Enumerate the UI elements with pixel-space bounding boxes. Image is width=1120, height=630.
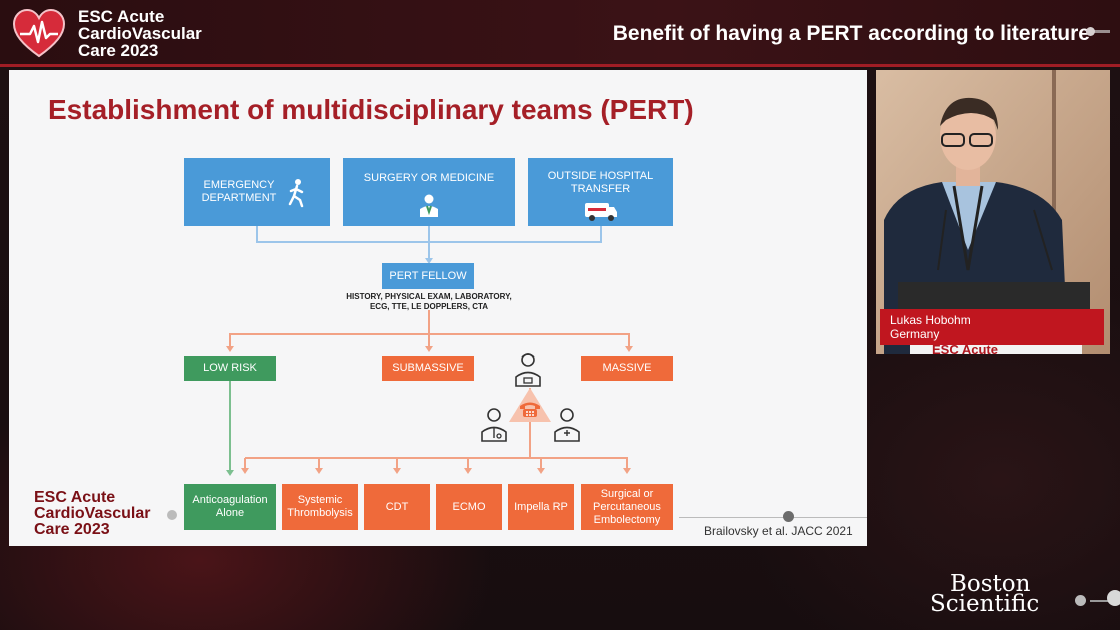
header-decoration	[1086, 27, 1110, 36]
heart-logo-icon	[12, 8, 66, 58]
treatment-cdt: CDT	[364, 484, 430, 530]
speaker-country: Germany	[890, 327, 940, 341]
treatment-surgical-embolectomy: Surgical or Percutaneous Embolectomy	[581, 484, 673, 530]
treatment-label: Embolectomy	[593, 513, 661, 526]
pert-desc-line: HISTORY, PHYSICAL EXAM, LABORATORY,	[346, 292, 512, 301]
doctor-right-icon	[554, 408, 580, 442]
source-emergency-department: EMERGENCY DEPARTMENT	[184, 158, 330, 226]
speaker-video: ESC Acute	[876, 70, 1110, 354]
source-label: TRANSFER	[570, 183, 631, 195]
ambulance-icon	[584, 203, 617, 221]
treatment-label: Thrombolysis	[287, 507, 353, 519]
sponsor-line: Boston	[950, 571, 1031, 597]
pert-fellow-label: PERT FELLOW	[389, 269, 467, 282]
low-risk-box: LOW RISK	[184, 356, 276, 381]
treatment-label: Alone	[215, 507, 245, 519]
source-label: SURGERY OR MEDICINE	[363, 172, 495, 184]
podium-text: ESC Acute	[932, 342, 998, 354]
slide-brand-line: Care 2023	[34, 521, 110, 538]
running-person-icon	[288, 179, 304, 208]
phone-icon	[520, 402, 540, 417]
pert-fellow-box: PERT FELLOW	[382, 263, 474, 289]
sponsor-decoration-bar	[1090, 600, 1112, 602]
treatment-impella-rp: Impella RP	[508, 484, 574, 530]
massive-box: MASSIVE	[581, 356, 673, 381]
credit-divider	[679, 517, 867, 518]
slide-brand-logo: ESC Acute CardioVascular Care 2023	[34, 490, 151, 538]
treatment-ecmo: ECMO	[436, 484, 502, 530]
slide-brand-line: CardioVascular	[34, 505, 151, 522]
treatment-label: Systemic	[297, 494, 343, 506]
risk-label: MASSIVE	[602, 362, 652, 374]
submassive-box: SUBMASSIVE	[382, 356, 474, 381]
doctor-team-lead-icon	[515, 353, 541, 387]
sponsor-decoration-dot	[1075, 595, 1086, 606]
treatment-label: CDT	[385, 500, 409, 513]
source-label: EMERGENCY	[203, 179, 275, 191]
risk-label: LOW RISK	[203, 362, 257, 374]
credit-decoration-dot	[783, 511, 794, 522]
treatment-anticoagulation: Anticoagulation Alone	[184, 484, 276, 530]
sponsor-line: Scientific	[930, 591, 1040, 617]
speaker-name: Lukas Hobohm	[890, 313, 971, 327]
doctor-icon	[420, 194, 438, 217]
treatment-label: ECMO	[452, 500, 486, 513]
session-title: Benefit of having a PERT according to li…	[612, 22, 1090, 45]
risk-label: SUBMASSIVE	[392, 362, 464, 374]
pert-desc-line: ECG, TTE, LE DOPPLERS, CTA	[369, 302, 489, 311]
treatment-label: Surgical or	[600, 487, 654, 500]
sponsor-logo: Boston Scientific	[930, 571, 1040, 617]
header-bar: ESC Acute CardioVascular Care 2023 Benef…	[0, 0, 1120, 67]
event-brand: ESC Acute CardioVascular Care 2023	[78, 8, 202, 59]
slide-brand-line: ESC Acute	[34, 489, 116, 506]
treatment-label: Percutaneous	[593, 500, 661, 513]
source-label: OUTSIDE HOSPITAL	[547, 170, 654, 182]
sponsor-decoration-dot	[1107, 590, 1120, 606]
source-surgery-medicine: SURGERY OR MEDICINE	[343, 158, 515, 226]
brand-line: Care 2023	[78, 41, 159, 60]
brand-line: ESC Acute	[78, 7, 165, 26]
slide-title: Establishment of multidisciplinary teams…	[48, 94, 694, 125]
speaker-figure: ESC Acute	[876, 70, 1110, 354]
slide-decoration-dot	[167, 510, 177, 520]
speaker-name-card: Lukas Hobohm Germany	[880, 309, 1104, 345]
brand-line: CardioVascular	[78, 24, 202, 43]
source-label: DEPARTMENT	[201, 192, 277, 204]
doctor-left-icon	[481, 408, 507, 442]
pert-fellow-description: HISTORY, PHYSICAL EXAM, LABORATORY, ECG,…	[319, 292, 539, 312]
source-outside-transfer: OUTSIDE HOSPITAL TRANSFER	[528, 158, 673, 226]
treatment-label: Impella RP	[514, 500, 568, 513]
presentation-slide: Establishment of multidisciplinary teams…	[9, 70, 867, 546]
treatment-systemic-thrombolysis: Systemic Thrombolysis	[282, 484, 358, 530]
treatment-label: Anticoagulation	[192, 494, 268, 506]
citation: Brailovsky et al. JACC 2021	[704, 524, 853, 538]
